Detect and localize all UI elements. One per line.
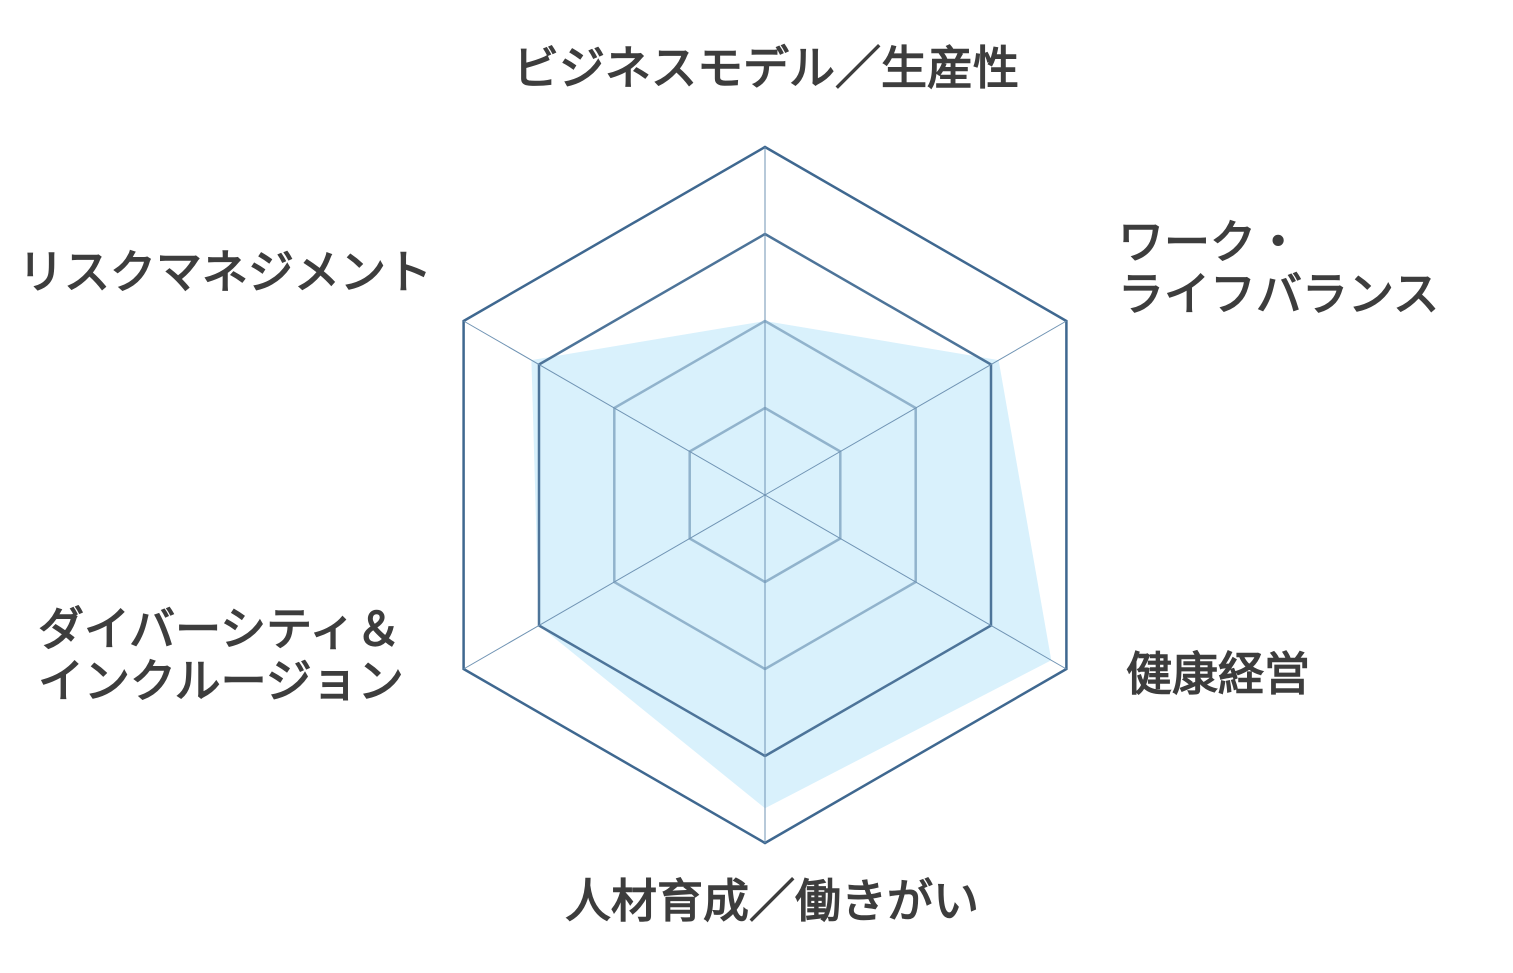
axis-label-health-management: 健康経営	[1126, 647, 1310, 701]
axis-spoke-2	[764, 320, 1067, 496]
axis-label-diversity-inclusion: ダイバーシティ＆ インクルージョン	[38, 602, 417, 708]
axis-spoke-3	[764, 494, 1067, 670]
data-area-layer	[531, 321, 1052, 809]
data-area	[531, 321, 1052, 809]
axis-label-talent-development: 人材育成／働きがい	[565, 874, 979, 928]
axis-spoke-6	[463, 320, 766, 496]
axis-label-layer: ビジネスモデル／生産性 ワーク・ ライフバランス 健康経営 人材育成／働きがい …	[18, 41, 1439, 928]
spoke-layer	[463, 147, 1067, 843]
axis-label-risk-management: リスクマネジメント	[18, 245, 432, 299]
axis-label-business-model: ビジネスモデル／生産性	[513, 41, 1019, 95]
axis-label-work-life-balance: ワーク・ ライフバランス	[1118, 215, 1439, 321]
axis-spoke-5	[463, 494, 766, 670]
